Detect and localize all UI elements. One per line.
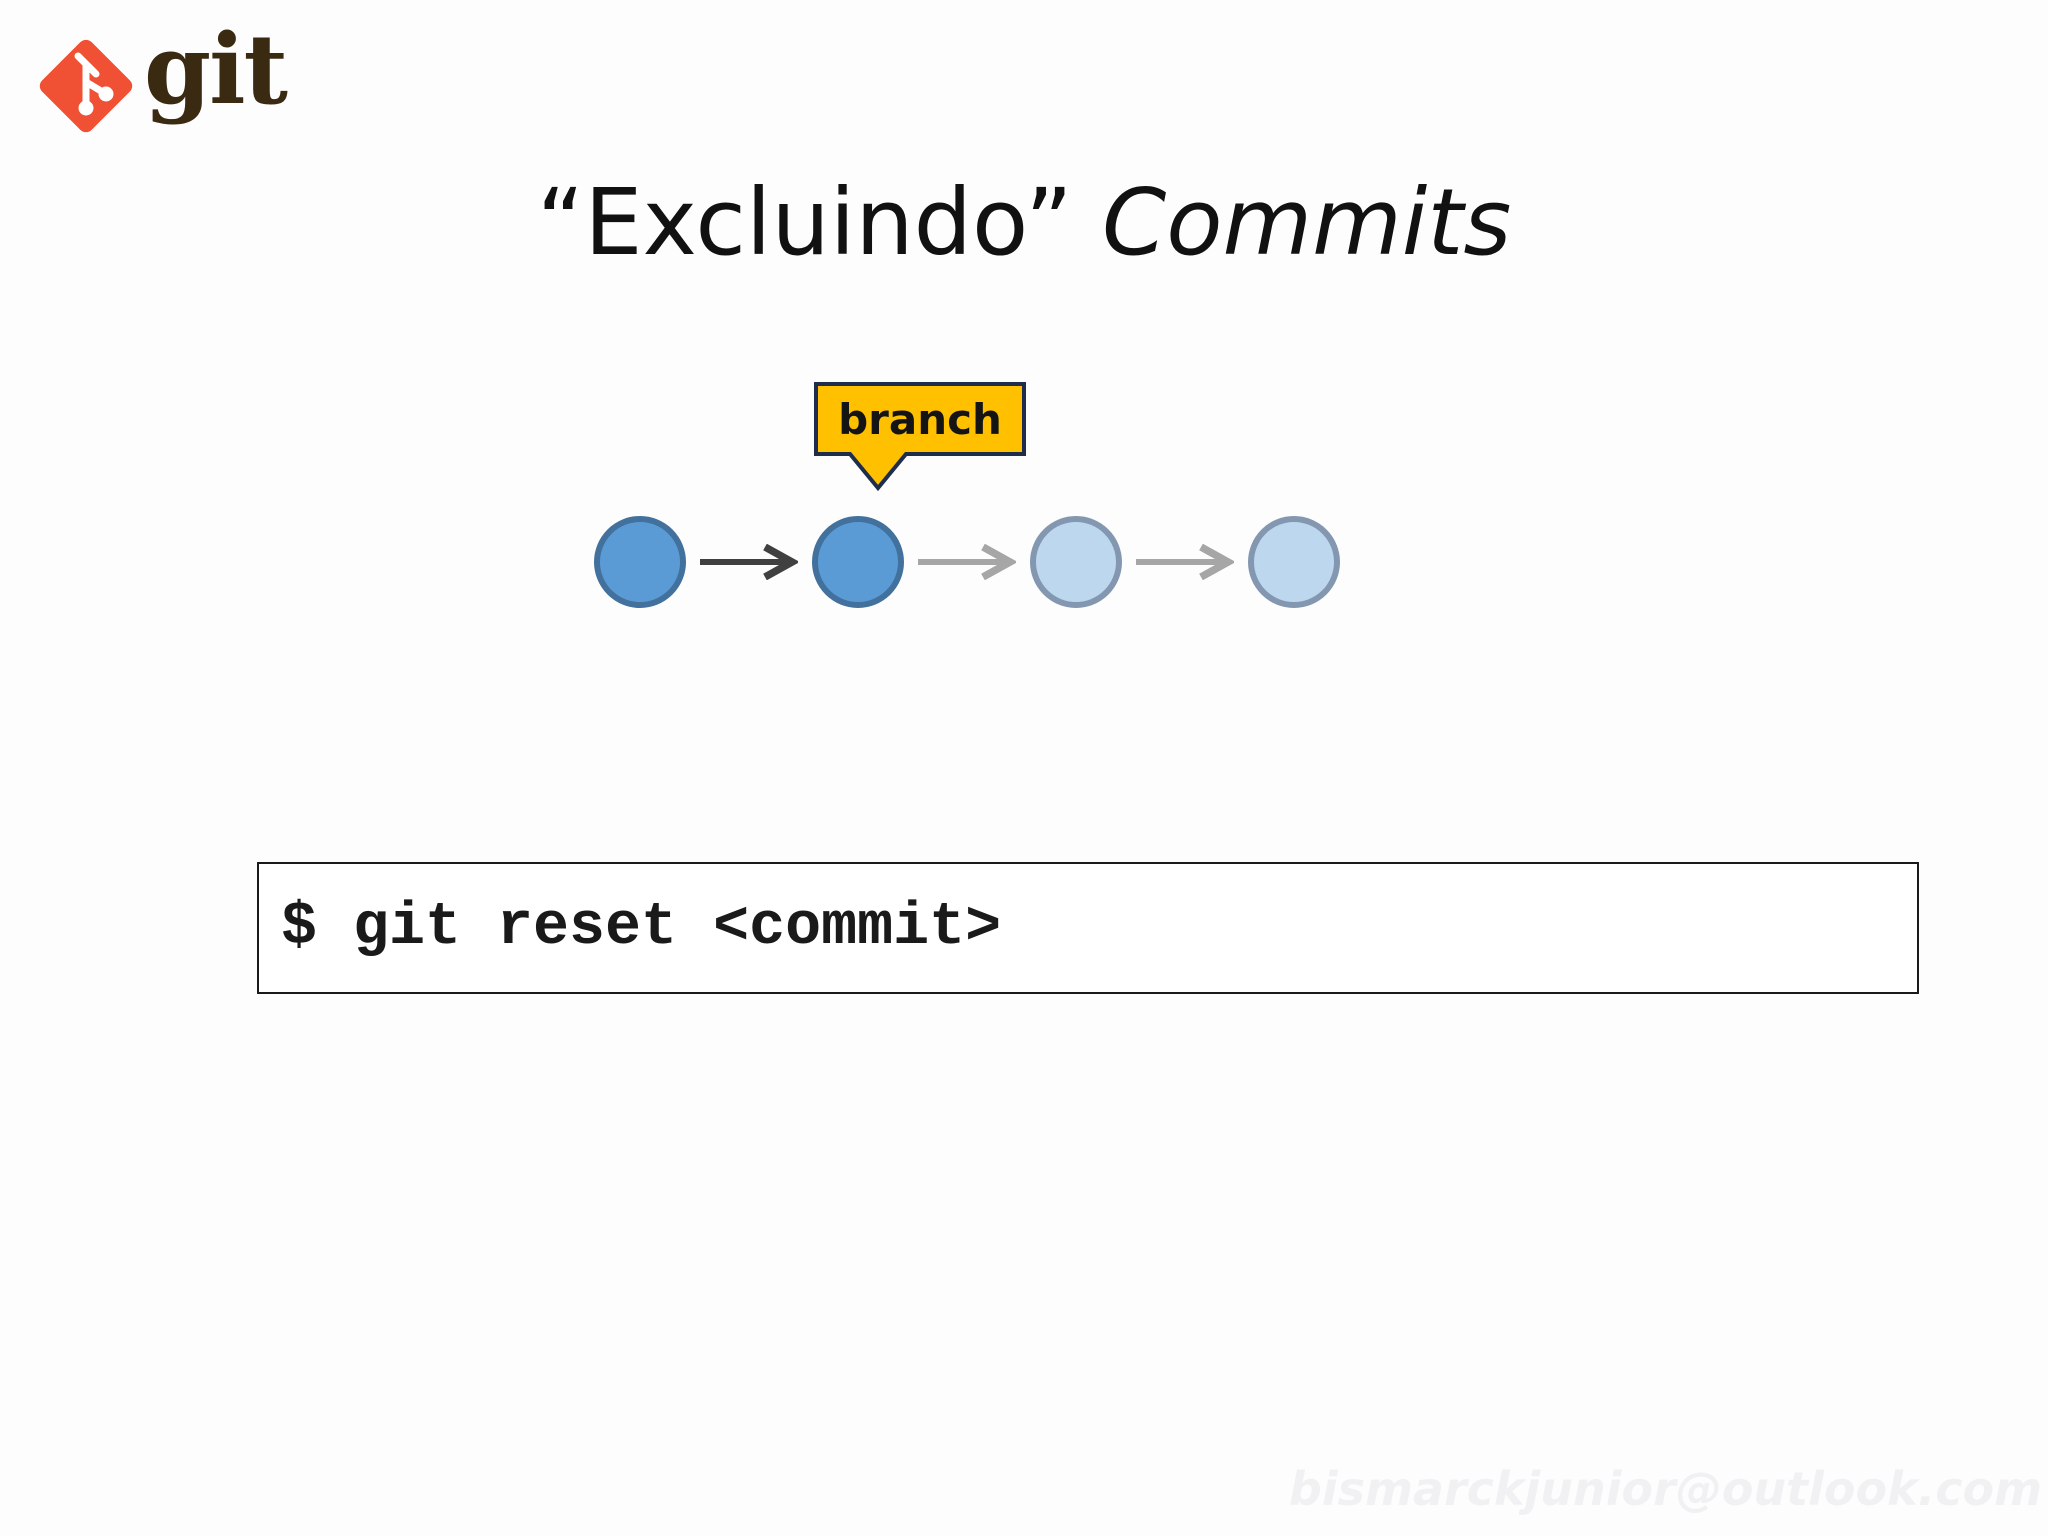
title-italic: Commits (1101, 169, 1512, 276)
commit-node-2 (812, 516, 904, 608)
watermark: bismarckjunior@outlook.com (1288, 1462, 2042, 1516)
branch-label: branch (838, 395, 1002, 444)
git-diamond-icon (39, 39, 133, 133)
commit-graph (594, 382, 1340, 608)
git-logo: git (34, 22, 288, 144)
commit-node-4 (1248, 516, 1340, 608)
commit-diagram: branch (560, 370, 1380, 640)
command-box: $ git reset <commit> (257, 862, 1919, 994)
slide-title: “Excluindo” Commits (0, 168, 2048, 278)
command-text: $ git reset <commit> (281, 894, 1002, 962)
commit-node-1 (594, 516, 686, 608)
branch-callout (814, 382, 1026, 492)
commit-node-3 (1030, 516, 1122, 608)
title-quoted: “Excluindo” (536, 169, 1073, 276)
git-wordmark: git (144, 13, 288, 126)
